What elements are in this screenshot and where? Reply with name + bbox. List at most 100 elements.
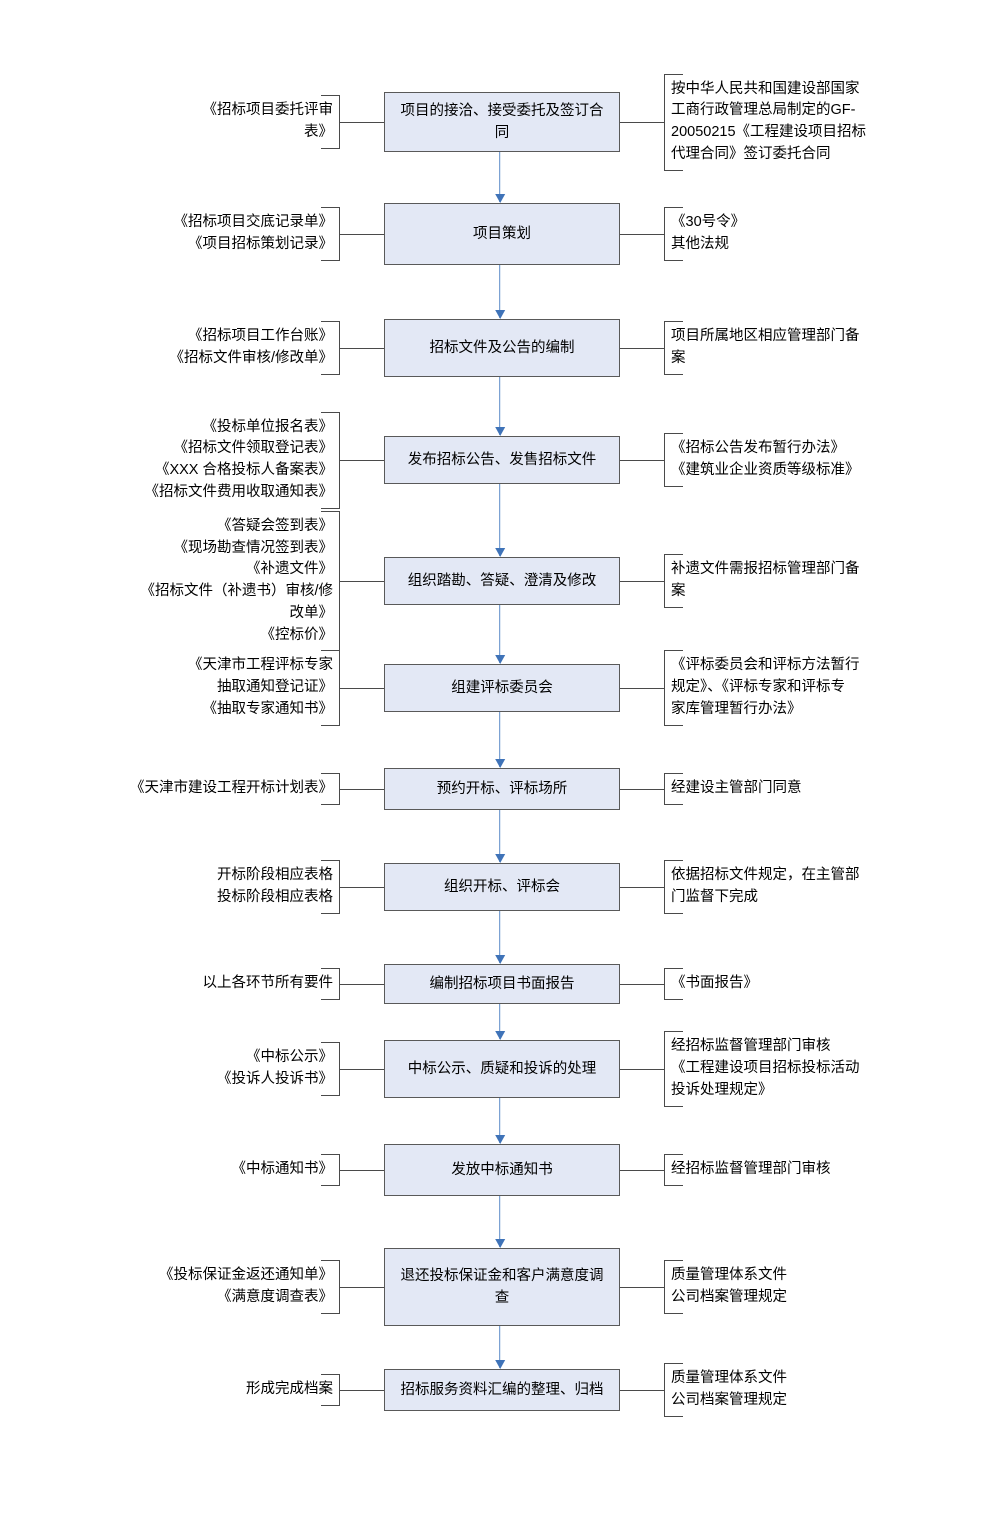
right-group: 《招标公告发布暂行办法》 《建筑业企业资质等级标准》 [620, 433, 1000, 487]
process-step-cell: 预约开标、评标场所 [384, 768, 620, 810]
process-step-cell: 组建评标委员会 [384, 664, 620, 712]
left-annotation-cell: 《中标公示》 《投诉人投诉书》 [0, 1042, 340, 1096]
connector-line-right [620, 1286, 664, 1288]
process-step-box[interactable]: 组织开标、评标会 [384, 863, 620, 911]
reference-regulation-annotation: 经建设主管部门同意 [664, 773, 809, 805]
process-step-box[interactable]: 项目的接洽、接受委托及签订合 同 [384, 91, 620, 153]
right-group: 质量管理体系文件 公司档案管理规定 [620, 1363, 1000, 1417]
process-step-box[interactable]: 招标服务资料汇编的整理、归档 [384, 1369, 620, 1411]
reference-regulation-annotation: 补遗文件需报招标管理部门备 案 [664, 554, 867, 608]
flow-arrow [495, 1098, 506, 1144]
process-step-cell: 招标文件及公告的编制 [384, 319, 620, 377]
process-step-cell: 招标服务资料汇编的整理、归档 [384, 1369, 620, 1411]
connector-line-left [340, 886, 384, 888]
reference-regulation-annotation: 质量管理体系文件 公司档案管理规定 [664, 1363, 794, 1417]
left-group: 开标阶段相应表格 投标阶段相应表格 [0, 860, 384, 914]
right-annotation-cell: 质量管理体系文件 公司档案管理规定 [664, 1260, 1000, 1314]
left-group: 《中标公示》 《投诉人投诉书》 [0, 1042, 384, 1096]
flow-row: 形成完成档案 招标服务资料汇编的整理、归档 质量管理体系文件 公司档案管理规定 [0, 1320, 1000, 1460]
flow-arrow [495, 810, 506, 863]
right-annotation-cell: 《评标委员会和评标方法暂行 规定》、《评标专家和评标专 家库管理暂行办法》 [664, 650, 1000, 726]
input-document-annotation: 形成完成档案 [239, 1374, 340, 1406]
process-step-box[interactable]: 发布招标公告、发售招标文件 [384, 436, 620, 484]
flow-row: 《招标项目交底记录单》 《项目招标策划记录》项目策划《30号令》 其他法规 [0, 164, 1000, 304]
connector-line-left [340, 1068, 384, 1070]
right-group: 项目所属地区相应管理部门备 案 [620, 321, 1000, 375]
process-step-cell: 退还投标保证金和客户满意度调 查 [384, 1248, 620, 1326]
right-group: 按中华人民共和国建设部国家 工商行政管理总局制定的GF- 20050215《工程… [620, 73, 1000, 171]
process-step-box[interactable]: 项目策划 [384, 203, 620, 265]
process-step-cell: 组织开标、评标会 [384, 863, 620, 911]
flow-arrow [495, 911, 506, 964]
input-document-annotation: 《中标通知书》 [225, 1154, 340, 1186]
connector-line-left [340, 459, 384, 461]
left-group: 《天津市工程评标专家 抽取通知登记证》 《抽取专家通知书》 [0, 650, 384, 726]
process-step-box[interactable]: 招标文件及公告的编制 [384, 319, 620, 377]
reference-regulation-annotation: 经招标监督管理部门审核 《工程建设项目招标投标活动 投诉处理规定》 [664, 1031, 867, 1107]
reference-regulation-annotation: 质量管理体系文件 公司档案管理规定 [664, 1260, 794, 1314]
flow-arrow [495, 152, 506, 203]
right-annotation-cell: 补遗文件需报招标管理部门备 案 [664, 554, 1000, 608]
left-annotation-cell: 《投标单位报名表》 《招标文件领取登记表》 《XXX 合格投标人备案表》 《招标… [0, 411, 340, 509]
right-annotation-cell: 《30号令》 其他法规 [664, 207, 1000, 261]
connector-line-left [340, 1169, 384, 1171]
connector-line-left [340, 1286, 384, 1288]
left-group: 《天津市建设工程开标计划表》 [0, 773, 384, 805]
right-group: 补遗文件需报招标管理部门备 案 [620, 554, 1000, 608]
connector-line-left [340, 347, 384, 349]
process-step-box[interactable]: 中标公示、质疑和投诉的处理 [384, 1040, 620, 1098]
process-step-box[interactable]: 退还投标保证金和客户满意度调 查 [384, 1248, 620, 1326]
left-group: 《招标项目委托评审 表》 [0, 95, 384, 149]
left-annotation-cell: 《投标保证金返还通知单》 《满意度调查表》 [0, 1260, 340, 1314]
left-annotation-cell: 《招标项目工作台账》 《招标文件审核/修改单》 [0, 321, 340, 375]
input-document-annotation: 《投标保证金返还通知单》 《满意度调查表》 [152, 1260, 340, 1314]
input-document-annotation: 《中标公示》 《投诉人投诉书》 [210, 1042, 340, 1096]
flow-row: 《招标项目委托评审 表》项目的接洽、接受委托及签订合 同按中华人民共和国建设部国… [0, 52, 1000, 192]
right-group: 《评标委员会和评标方法暂行 规定》、《评标专家和评标专 家库管理暂行办法》 [620, 650, 1000, 726]
right-group: 依据招标文件规定，在主管部 门监督下完成 [620, 860, 1000, 914]
connector-line-right [620, 1068, 664, 1070]
right-group: 经建设主管部门同意 [620, 773, 1000, 805]
right-annotation-cell: 项目所属地区相应管理部门备 案 [664, 321, 1000, 375]
reference-regulation-annotation: 《招标公告发布暂行办法》 《建筑业企业资质等级标准》 [664, 433, 867, 487]
right-annotation-cell: 质量管理体系文件 公司档案管理规定 [664, 1363, 1000, 1417]
left-group: 《投标保证金返还通知单》 《满意度调查表》 [0, 1260, 384, 1314]
flow-arrow [495, 605, 506, 664]
reference-regulation-annotation: 经招标监督管理部门审核 [664, 1154, 838, 1186]
flow-row: 《招标项目工作台账》 《招标文件审核/修改单》招标文件及公告的编制项目所属地区相… [0, 278, 1000, 418]
left-group: 《投标单位报名表》 《招标文件领取登记表》 《XXX 合格投标人备案表》 《招标… [0, 411, 384, 509]
input-document-annotation: 《天津市建设工程开标计划表》 [123, 773, 340, 805]
right-annotation-cell: 《招标公告发布暂行办法》 《建筑业企业资质等级标准》 [664, 433, 1000, 487]
left-annotation-cell: 《天津市工程评标专家 抽取通知登记证》 《抽取专家通知书》 [0, 650, 340, 726]
connector-line-left [340, 687, 384, 689]
arrow-head-icon [495, 548, 506, 557]
right-annotation-cell: 经招标监督管理部门审核 《工程建设项目招标投标活动 投诉处理规定》 [664, 1031, 1000, 1107]
connector-line-right [620, 788, 664, 790]
process-step-box[interactable]: 编制招标项目书面报告 [384, 964, 620, 1004]
process-step-box[interactable]: 发放中标通知书 [384, 1144, 620, 1196]
reference-regulation-annotation: 项目所属地区相应管理部门备 案 [664, 321, 867, 375]
arrow-head-icon [495, 854, 506, 863]
process-step-box[interactable]: 预约开标、评标场所 [384, 768, 620, 810]
left-annotation-cell: 以上各环节所有要件 [0, 968, 340, 1000]
arrow-head-icon [495, 310, 506, 319]
process-step-box[interactable]: 组织踏勘、答疑、澄清及修改 [384, 557, 620, 605]
left-group: 《招标项目工作台账》 《招标文件审核/修改单》 [0, 321, 384, 375]
input-document-annotation: 《天津市工程评标专家 抽取通知登记证》 《抽取专家通知书》 [181, 650, 340, 726]
input-document-annotation: 以上各环节所有要件 [196, 968, 340, 1000]
connector-line-right [620, 886, 664, 888]
connector-line-right [620, 580, 664, 582]
reference-regulation-annotation: 《评标委员会和评标方法暂行 规定》、《评标专家和评标专 家库管理暂行办法》 [664, 650, 867, 726]
input-document-annotation: 《投标单位报名表》 《招标文件领取登记表》 《XXX 合格投标人备案表》 《招标… [138, 411, 340, 509]
process-step-box[interactable]: 组建评标委员会 [384, 664, 620, 712]
connector-line-right [620, 687, 664, 689]
flow-arrow [495, 1004, 506, 1040]
input-document-annotation: 《招标项目委托评审 表》 [196, 95, 340, 149]
flow-arrow [495, 484, 506, 557]
process-step-cell: 项目策划 [384, 203, 620, 265]
right-group: 《30号令》 其他法规 [620, 207, 1000, 261]
right-group: 经招标监督管理部门审核 《工程建设项目招标投标活动 投诉处理规定》 [620, 1031, 1000, 1107]
reference-regulation-annotation: 《30号令》 其他法规 [664, 207, 752, 261]
flow-row: 《答疑会签到表》 《现场勘查情况签到表》 《补遗文件》 《招标文件（补遗书）审核… [0, 510, 1000, 652]
